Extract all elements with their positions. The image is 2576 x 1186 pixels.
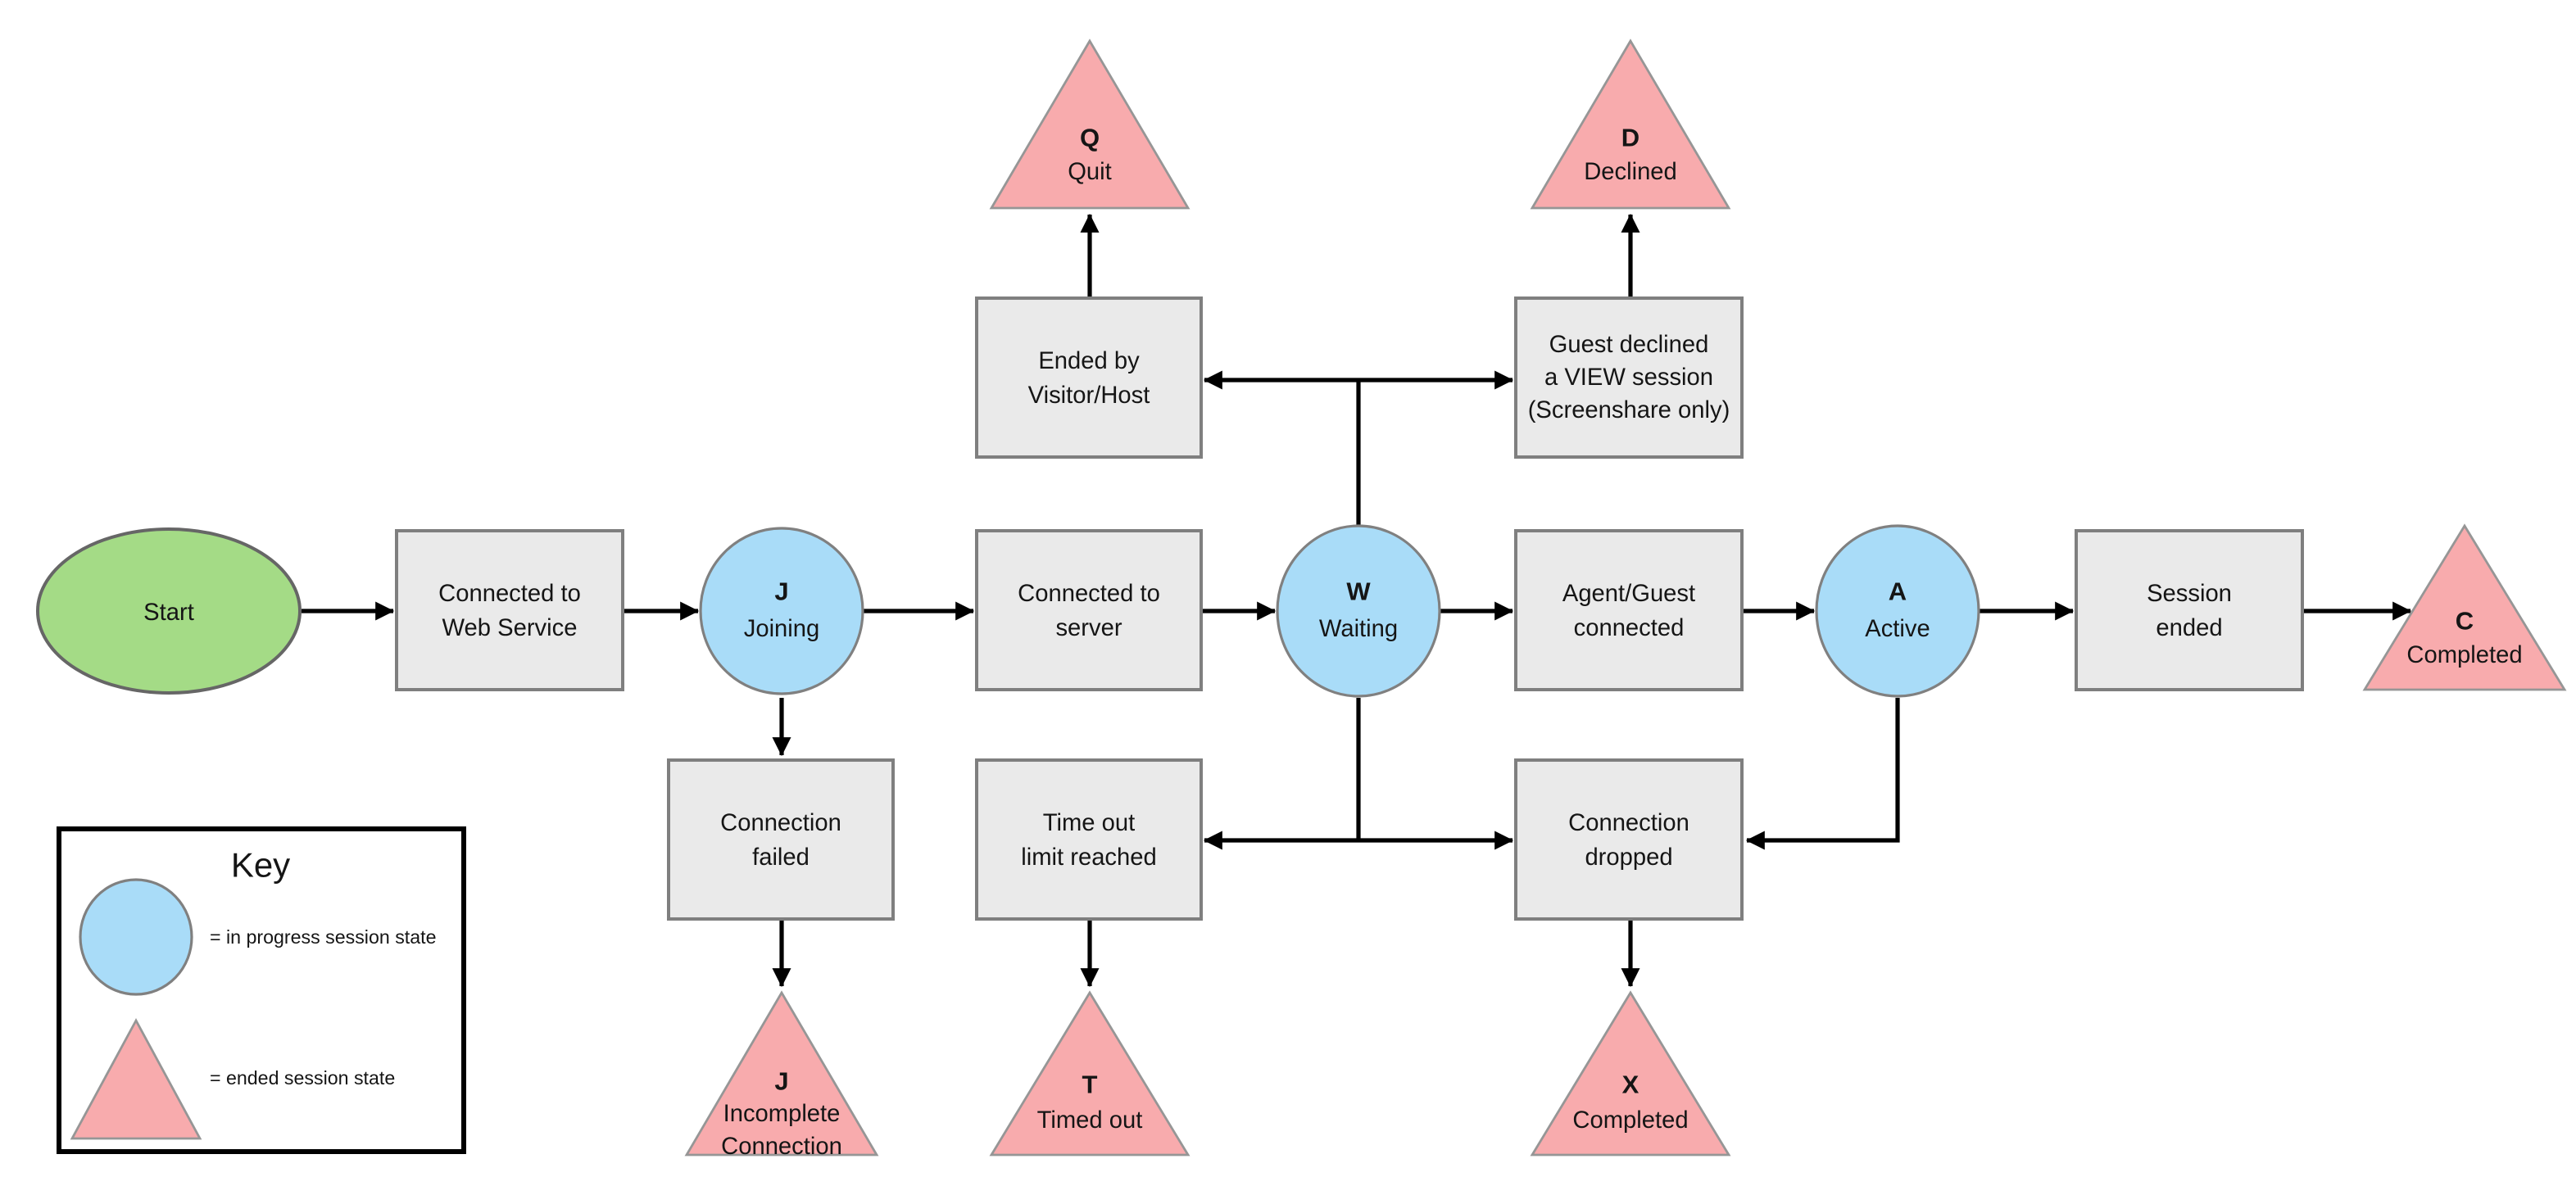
guest-declined-line2: a VIEW session (1544, 364, 1713, 391)
joining-label: Joining (744, 616, 820, 642)
start-label: Start (143, 600, 194, 626)
key-in-progress-label: = in progress session state (210, 926, 436, 948)
declined-label: Declined (1584, 159, 1677, 185)
agent-guest-line2: connected (1574, 615, 1685, 641)
connection-dropped-box (1514, 758, 1744, 921)
completed-x-triangle (1530, 990, 1731, 1157)
declined-triangle (1530, 38, 1731, 210)
guest-declined-line1: Guest declined (1549, 332, 1709, 358)
session-ended-line2: ended (2156, 615, 2222, 641)
completed-x-letter: X (1622, 1071, 1639, 1099)
joining-state-circle (699, 527, 864, 695)
connection-failed-box (667, 758, 895, 921)
connected-web-service-box (395, 529, 624, 691)
connectors (302, 213, 2412, 988)
timed-out-letter: T (1082, 1071, 1098, 1099)
connected-server-line2: server (1055, 615, 1122, 641)
guest-declined-box (1514, 296, 1744, 459)
completed-c-label: Completed (2406, 642, 2522, 668)
completed-x-label: Completed (1572, 1107, 1688, 1134)
active-letter: A (1889, 577, 1907, 606)
incomplete-connection-letter: J (774, 1067, 788, 1096)
timed-out-triangle (989, 990, 1190, 1157)
arrow-active-to-connection-dropped (1745, 698, 1900, 850)
waiting-label: Waiting (1319, 616, 1398, 642)
active-label: Active (1865, 616, 1930, 642)
key-legend: Key = in progress session state = ended … (57, 826, 466, 1154)
guest-declined-line3: (Screenshare only) (1528, 397, 1730, 423)
connected-web-line1: Connected to (438, 581, 581, 607)
session-ended-box (2075, 529, 2304, 691)
completed-c-triangle (2362, 523, 2567, 691)
incomplete-connection-triangle (684, 990, 879, 1157)
connected-web-line2: Web Service (442, 615, 578, 641)
timeout-limit-line2: limit reached (1021, 844, 1156, 871)
ended-by-line1: Ended by (1038, 348, 1140, 374)
active-state-circle (1815, 524, 1980, 698)
key-title: Key (231, 846, 290, 885)
ended-by-visitor-host-box (975, 296, 1203, 459)
agent-guest-connected-box (1514, 529, 1744, 691)
timeout-limit-box (975, 758, 1203, 921)
timed-out-label: Timed out (1037, 1107, 1143, 1134)
quit-label: Quit (1068, 159, 1112, 185)
nodes: Start Connected to Web Service J Joining… (36, 38, 2567, 1160)
agent-guest-line1: Agent/Guest (1562, 581, 1695, 607)
incomplete-connection-line1: Incomplete (723, 1101, 841, 1127)
quit-triangle (989, 38, 1190, 210)
waiting-letter: W (1346, 577, 1371, 606)
connection-failed-line2: failed (752, 844, 810, 871)
connection-dropped-line1: Connection (1568, 810, 1689, 836)
key-ended-label: = ended session state (210, 1067, 395, 1089)
timeout-limit-line1: Time out (1043, 810, 1135, 836)
connected-server-box (975, 529, 1203, 691)
connection-dropped-line2: dropped (1585, 844, 1672, 871)
key-in-progress-circle (79, 878, 193, 996)
quit-letter: Q (1080, 124, 1100, 152)
completed-c-letter: C (2456, 607, 2474, 636)
key-ended-triangle (70, 1018, 202, 1140)
waiting-state-circle (1276, 524, 1441, 698)
connected-server-line1: Connected to (1018, 581, 1160, 607)
start-ellipse (36, 527, 302, 695)
joining-letter: J (774, 577, 788, 606)
incomplete-connection-line2: Connection (721, 1134, 842, 1160)
session-ended-line1: Session (2147, 581, 2232, 607)
connection-failed-line1: Connection (720, 810, 841, 836)
ended-by-line2: Visitor/Host (1028, 383, 1150, 409)
declined-letter: D (1621, 124, 1639, 152)
